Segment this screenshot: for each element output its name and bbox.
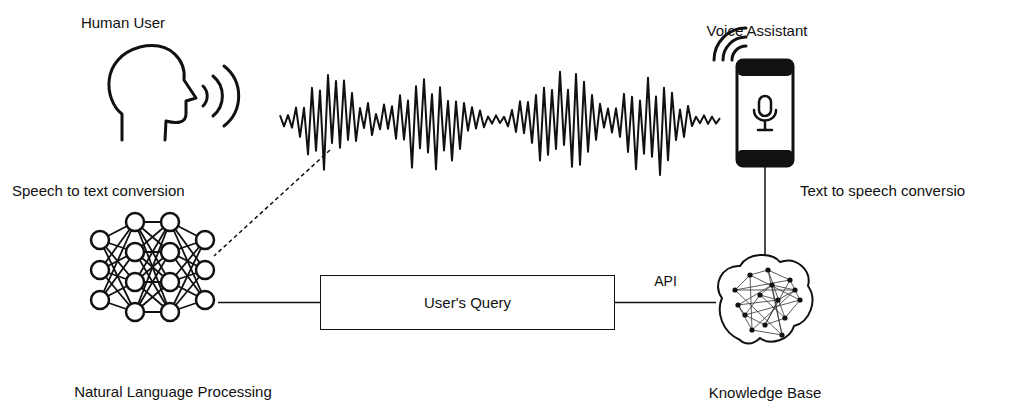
brain-link: [768, 270, 782, 335]
network-neuron: [196, 291, 214, 309]
edge-label: API: [652, 273, 679, 289]
nlp-icon: Natural Language Processing: [88, 208, 218, 336]
brain-link: [735, 290, 782, 335]
brain-outline: [718, 255, 812, 344]
brain-dot: [779, 332, 784, 337]
node-label: Voice Assistant: [707, 22, 808, 40]
brain-link: [738, 285, 772, 305]
brain-dot: [747, 272, 752, 277]
network-link: [135, 222, 170, 312]
brain-dot: [749, 327, 754, 332]
brain-dot: [782, 315, 787, 320]
network-neuron: [196, 261, 214, 279]
head-outline: [109, 46, 196, 140]
connector-line: [615, 302, 716, 304]
node-label: Natural Language Processing: [74, 383, 272, 401]
mic-icon: [759, 96, 771, 116]
brain-link: [760, 295, 778, 300]
speaker-base: [737, 150, 793, 166]
brain-link: [738, 300, 778, 305]
brain-dot: [762, 322, 767, 327]
query-box: User's Query: [320, 275, 615, 330]
brain-link: [768, 270, 790, 280]
brain-dot: [732, 287, 737, 292]
connector-line: [218, 302, 320, 304]
brain-dot: [765, 267, 770, 272]
brain-dot: [775, 297, 780, 302]
brain-link: [772, 285, 795, 290]
network-link: [135, 222, 170, 312]
network-neuron: [126, 273, 144, 291]
brain-link: [735, 290, 795, 291]
smart-speaker: [714, 28, 793, 166]
network-neuron: [91, 231, 109, 249]
process-label: Speech to text conversion: [12, 182, 185, 200]
connector-line: [764, 166, 766, 256]
brain-dot: [787, 277, 792, 282]
sound-arc: [224, 66, 239, 126]
network-neuron: [161, 273, 179, 291]
speaker-top: [737, 60, 793, 76]
brain-dot: [757, 292, 762, 297]
node-label: User's Query: [424, 294, 511, 312]
network-neuron: [91, 261, 109, 279]
knowledge-icon: Knowledge Base: [716, 256, 814, 348]
brain-icon: [718, 255, 812, 344]
brain-dot: [735, 302, 740, 307]
network-neuron: [91, 291, 109, 309]
network-neuron: [126, 243, 144, 261]
user-icon: Human User: [105, 45, 197, 143]
sound-waveform: [280, 72, 720, 175]
network-neuron: [161, 213, 179, 231]
brain-link: [750, 275, 800, 300]
process-label: Text to speech conversio: [800, 182, 965, 200]
brain-link: [738, 305, 752, 330]
node-label: Human User: [81, 14, 165, 32]
network-neuron: [196, 231, 214, 249]
network-neuron: [126, 303, 144, 321]
network-neuron: [161, 303, 179, 321]
node-label: Knowledge Base: [709, 384, 822, 402]
broadcast-arc: [732, 46, 746, 60]
sound-arc: [213, 76, 222, 116]
speaker-body: [737, 60, 793, 166]
brain-link: [735, 275, 750, 290]
sound-arcs: [203, 66, 239, 126]
brain-link: [785, 300, 800, 318]
brain-link: [750, 270, 768, 275]
sound-arc: [203, 86, 207, 106]
broadcast-arc: [723, 37, 746, 60]
network-neuron: [161, 243, 179, 261]
network-neuron: [126, 213, 144, 231]
dashed-leader: [214, 150, 330, 256]
neural-network-icon: [91, 213, 214, 321]
mic-stand: [754, 110, 776, 130]
brain-link: [778, 290, 795, 300]
brain-dot: [792, 287, 797, 292]
brain-dot: [742, 312, 747, 317]
head-icon: [109, 46, 196, 140]
brain-dot: [769, 282, 774, 287]
brain-dot: [797, 297, 802, 302]
brain-link: [750, 275, 752, 330]
assistant-device: Voice Assistant: [737, 60, 793, 166]
